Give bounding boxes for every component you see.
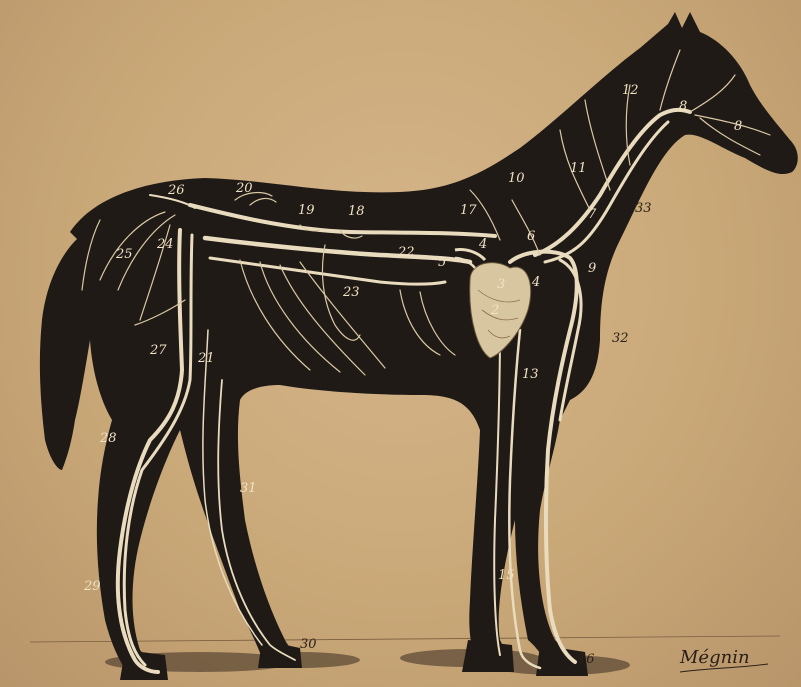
label-32: 32 [612,331,629,346]
label-5: 5 [438,255,446,270]
label-24: 24 [156,237,174,252]
label-29: 29 [83,579,101,594]
label-22: 22 [397,245,415,260]
label-4-upper: 4 [478,237,487,252]
label-23: 23 [342,285,360,300]
label-11: 11 [570,161,587,176]
label-26: 26 [167,183,185,198]
artist-signature: Mégnin [679,647,750,668]
label-8-head: 8 [734,119,742,134]
label-3: 3 [497,277,505,292]
label-13: 13 [522,367,539,382]
label-6: 6 [527,229,535,244]
label-20: 20 [235,181,253,196]
label-27: 27 [149,343,167,358]
label-12: 12 [622,83,639,98]
label-28: 28 [99,431,117,446]
label-4-lower: 4 [531,275,540,290]
label-10: 10 [508,171,525,186]
label-15: 15 [498,568,515,583]
label-9: 9 [588,261,596,276]
label-19: 19 [298,203,315,218]
label-17: 17 [460,203,477,218]
label-18: 18 [348,204,365,219]
label-8-upper: 8 [679,99,687,114]
ground-line [30,636,780,642]
label-2: 2 [490,303,499,318]
label-25: 25 [115,247,133,262]
label-7: 7 [588,207,597,222]
label-21: 21 [197,351,215,366]
label-33: 33 [635,201,652,216]
label-30: 30 [300,637,317,652]
label-31: 31 [240,481,257,496]
label-16: 16 [578,652,595,667]
